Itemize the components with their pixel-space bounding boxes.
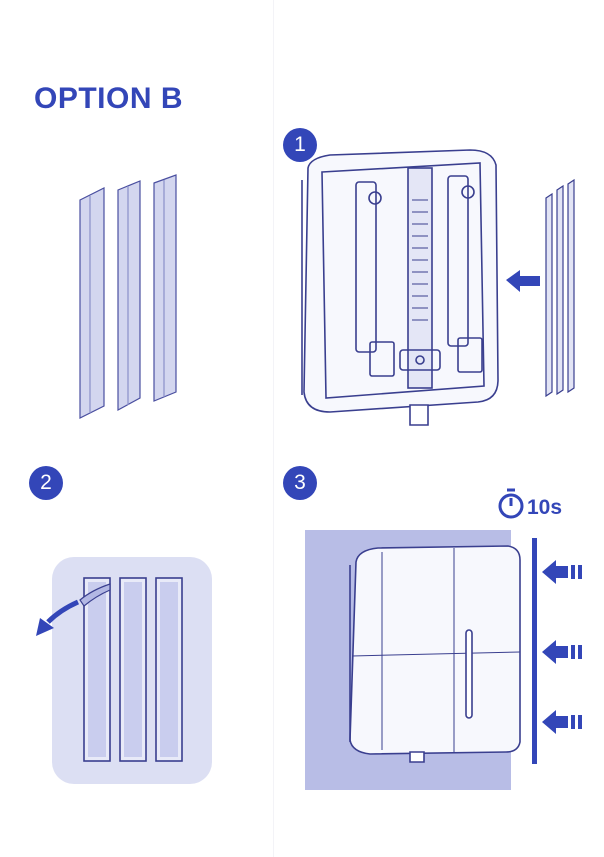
press-arrow-icon	[542, 640, 582, 664]
press-arrow-icon	[542, 560, 582, 584]
press-arrow-icon	[542, 710, 582, 734]
stopwatch-icon	[500, 490, 522, 517]
peel-panel	[52, 557, 212, 784]
strips-side-view	[546, 180, 574, 396]
timer-label: 10s	[527, 496, 562, 520]
dispenser-front-view	[350, 546, 520, 762]
adhesive-strips	[80, 175, 176, 418]
arrow-left-icon	[506, 270, 540, 292]
dispenser-back-view	[302, 150, 498, 425]
pressure-bar	[532, 538, 537, 764]
